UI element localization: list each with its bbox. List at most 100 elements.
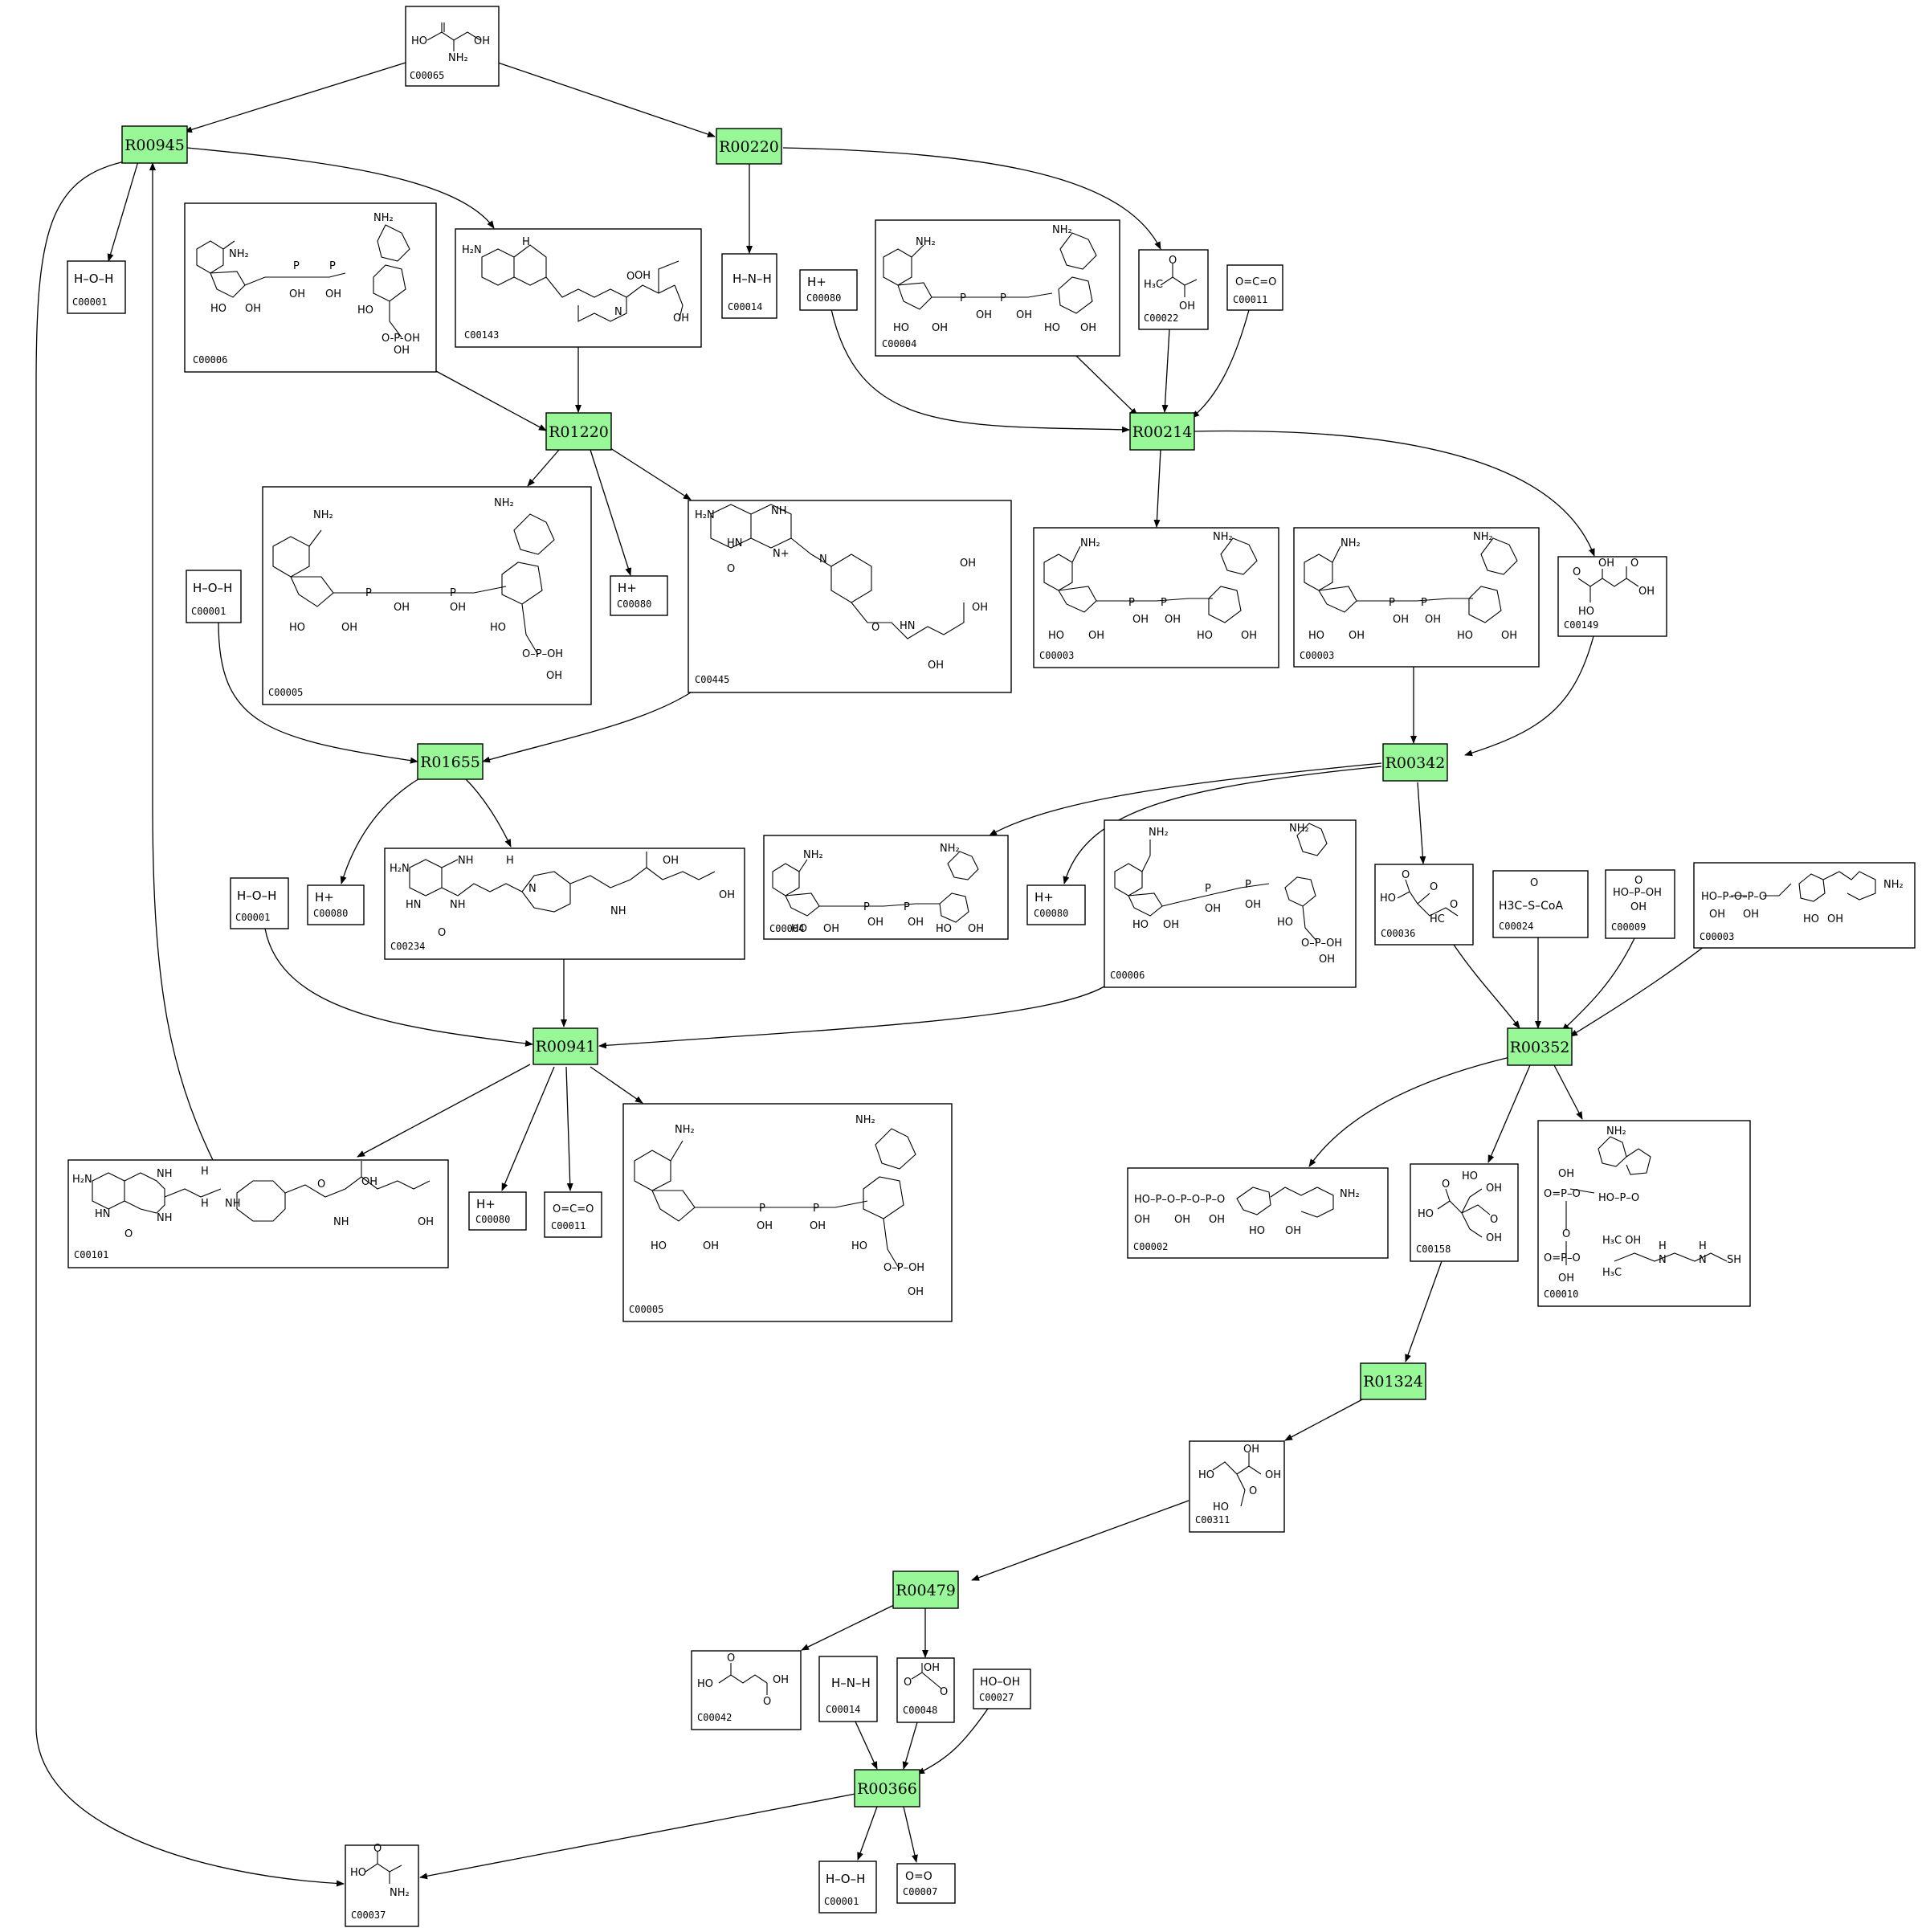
- atom-label: H₃C OH: [1602, 1235, 1641, 1247]
- atom-label: P: [1128, 597, 1135, 609]
- compound-node-c00311[interactable]: OH HO OH O HO C00311: [1189, 1440, 1285, 1533]
- compound-node-c00004[interactable]: NH₂ NH₂ P P OH OH HO OH HO OH C00004: [875, 219, 1120, 357]
- atom-label: OH: [867, 917, 883, 929]
- compound-node-c00065[interactable]: HO NH₂ OH C00065: [405, 6, 500, 87]
- reaction-node-r00366[interactable]: R00366: [854, 1769, 920, 1807]
- atom-label: HO: [1249, 1225, 1265, 1237]
- compound-id-label: C00003: [1300, 650, 1334, 661]
- atom-label: HN: [95, 1208, 111, 1220]
- atom-label: NH: [157, 1168, 173, 1180]
- compound-id-label: C00143: [464, 329, 499, 341]
- reaction-node-r00941[interactable]: R00941: [533, 1027, 598, 1065]
- compound-node-c00003[interactable]: NH₂ NH₂ P P OH OH HO OH HO OH C00003: [1293, 527, 1540, 668]
- compound-node-c00010[interactable]: NH₂ OH O=P–O HO–P–O O O=P–O H₃C OH H₃C H…: [1537, 1120, 1751, 1307]
- atom-label: OH: [450, 602, 466, 614]
- reaction-node-r01655[interactable]: R01655: [417, 743, 484, 780]
- atom-label: H₂N: [390, 863, 410, 875]
- compound-node-c00003[interactable]: HO–P–O–P–O OH OH HO OH NH₂ C00003: [1693, 862, 1916, 949]
- compound-node-c00004[interactable]: NH₂ NH₂ P P OH OH HO OH HO OH C00004: [763, 835, 1009, 940]
- atom-label: OH: [289, 288, 305, 300]
- compound-node-c00009[interactable]: O HO–P–OH OH C00009: [1605, 869, 1675, 939]
- compound-node-c00445[interactable]: H₂N NH HN N+ N O HN O OH OH OH C00445: [688, 500, 1012, 693]
- compound-node-c00024[interactable]: O H3C–S–CoA C00024: [1492, 870, 1589, 938]
- compound-node-c00234[interactable]: H₂N NH H HN NH O N NH OH OH C00234: [384, 848, 745, 960]
- atom-label: OH: [810, 1220, 826, 1232]
- compound-id-label: C00027: [979, 1692, 1014, 1703]
- compound-node-c00036[interactable]: HO O O HC O C00036: [1374, 864, 1474, 946]
- compound-node-c00014[interactable]: H–N–H C00014: [818, 1656, 878, 1722]
- structure-drawing: [409, 852, 716, 913]
- atom-label: OH: [703, 1240, 719, 1252]
- compound-id-label: C00001: [824, 1896, 859, 1907]
- compound-node-c00143[interactable]: H₂N H O N OH OH C00143: [455, 228, 702, 348]
- atom-label: OH: [1245, 899, 1261, 911]
- compound-node-c00042[interactable]: HO O OH O C00042: [691, 1650, 802, 1730]
- atom-label: OH: [1016, 309, 1032, 321]
- atom-label: O–P–OH: [522, 648, 563, 660]
- reaction-node-r00342[interactable]: R00342: [1382, 743, 1448, 782]
- compound-node-c00080[interactable]: H+ C00080: [468, 1191, 527, 1231]
- compound-node-c00158[interactable]: HO OH HO O O OH C00158: [1410, 1163, 1519, 1262]
- atom-label: OH: [1558, 1272, 1574, 1285]
- atom-label: OH: [1486, 1232, 1502, 1244]
- atom-label: OH: [1265, 1469, 1281, 1481]
- compound-id-label: C00006: [1110, 970, 1145, 981]
- reaction-node-r00945[interactable]: R00945: [121, 125, 188, 164]
- compound-node-c00080[interactable]: H+ C00080: [307, 884, 365, 925]
- compound-node-c00001[interactable]: H–O–H C00001: [67, 260, 126, 314]
- atom-label: OH: [1393, 614, 1409, 626]
- compound-node-c00001[interactable]: H–O–H C00001: [186, 570, 242, 623]
- compound-node-c00011[interactable]: O=C=O C00011: [544, 1191, 602, 1238]
- reaction-node-r00214[interactable]: R00214: [1129, 412, 1195, 451]
- compound-node-c00001[interactable]: H–O–H C00001: [230, 877, 289, 929]
- reaction-node-r00352[interactable]: R00352: [1507, 1027, 1573, 1066]
- compound-node-c00011[interactable]: O=C=O C00011: [1226, 264, 1283, 311]
- atom-label: HO: [1197, 630, 1213, 642]
- atom-label: P: [1000, 292, 1006, 304]
- reaction-node-r01324[interactable]: R01324: [1360, 1362, 1426, 1400]
- atom-label: OH: [1241, 630, 1257, 642]
- compound-node-c00003[interactable]: NH₂ NH₂ P P OH OH HO OH HO OH C00003: [1033, 527, 1279, 668]
- atom-label: OH: [361, 1176, 377, 1188]
- compound-node-c00014[interactable]: H–N–H C00014: [721, 253, 777, 319]
- reaction-node-r00479[interactable]: R00479: [892, 1571, 959, 1609]
- compound-node-c00005[interactable]: NH₂ NH₂ P P OH OH HO OH HO O–P–OH OH C00…: [262, 486, 592, 705]
- compound-node-c00005[interactable]: NH₂ NH₂ P P OH OH HO OH HO O–P–OH OH C00…: [622, 1103, 953, 1322]
- compound-node-c00022[interactable]: H₃C O OH C00022: [1138, 249, 1209, 330]
- atom-label: NH₂: [675, 1124, 695, 1136]
- atom-label: OH: [1425, 614, 1441, 626]
- compound-id-label: C00007: [903, 1886, 937, 1897]
- compound-node-c00080[interactable]: H+ C00080: [799, 269, 858, 311]
- atom-label: O: [438, 927, 446, 939]
- reaction-node-r01220[interactable]: R01220: [545, 412, 612, 451]
- atom-label: OH: [1827, 913, 1843, 925]
- edge-r01655-c00080: [340, 777, 422, 884]
- atom-label: P: [813, 1203, 819, 1215]
- compound-node-c00002[interactable]: HO–P–O–P–O–P–O OH OH OH HO OH NH₂ C00002: [1127, 1167, 1389, 1259]
- structure-drawing: [196, 224, 410, 338]
- edge-r00945-c00143: [186, 147, 495, 229]
- compound-node-c00080[interactable]: H+ C00080: [1026, 884, 1086, 925]
- atom-label: O: [124, 1228, 133, 1240]
- compound-id-label: C00001: [235, 912, 270, 923]
- edge-c00001-r01655: [218, 622, 418, 764]
- compound-node-c00006[interactable]: NH₂ NH₂ P P OH OH HO OH HO O–P–OH OH C00…: [1104, 819, 1357, 988]
- compound-node-c00101[interactable]: H₂N NH H H HN NH O NH O NH OH OH C00101: [67, 1159, 449, 1268]
- compound-node-c00080[interactable]: H+ C00080: [610, 575, 668, 616]
- compound-node-c00037[interactable]: HO O NH₂ C00037: [345, 1843, 419, 1927]
- compound-node-c00007[interactable]: O=O C00007: [896, 1863, 956, 1904]
- compound-node-c00001[interactable]: H–O–H C00001: [818, 1861, 877, 1914]
- atom-label: NH₂: [1340, 1188, 1360, 1200]
- compound-node-c00048[interactable]: OH O O C00048: [896, 1657, 955, 1723]
- structure-drawing: [718, 1663, 768, 1695]
- compound-node-c00027[interactable]: HO–OH C00027: [973, 1669, 1031, 1709]
- compound-node-c00006[interactable]: NH₂ P P OH OH . NH₂ HO OH HO O-P-OH OH C…: [184, 110, 437, 373]
- edge-r00220-c00022: [782, 147, 1161, 250]
- atom-label: OH: [245, 303, 261, 315]
- atom-label: O–P–OH: [1301, 937, 1342, 950]
- compound-node-c00149[interactable]: O OH O HO OH C00149: [1557, 556, 1667, 637]
- reaction-node-r00220[interactable]: R00220: [716, 128, 782, 165]
- atom-label: O=P–O: [1544, 1252, 1581, 1264]
- compound-id-label: C00014: [826, 1704, 860, 1715]
- reaction-label: R00342: [1385, 754, 1446, 772]
